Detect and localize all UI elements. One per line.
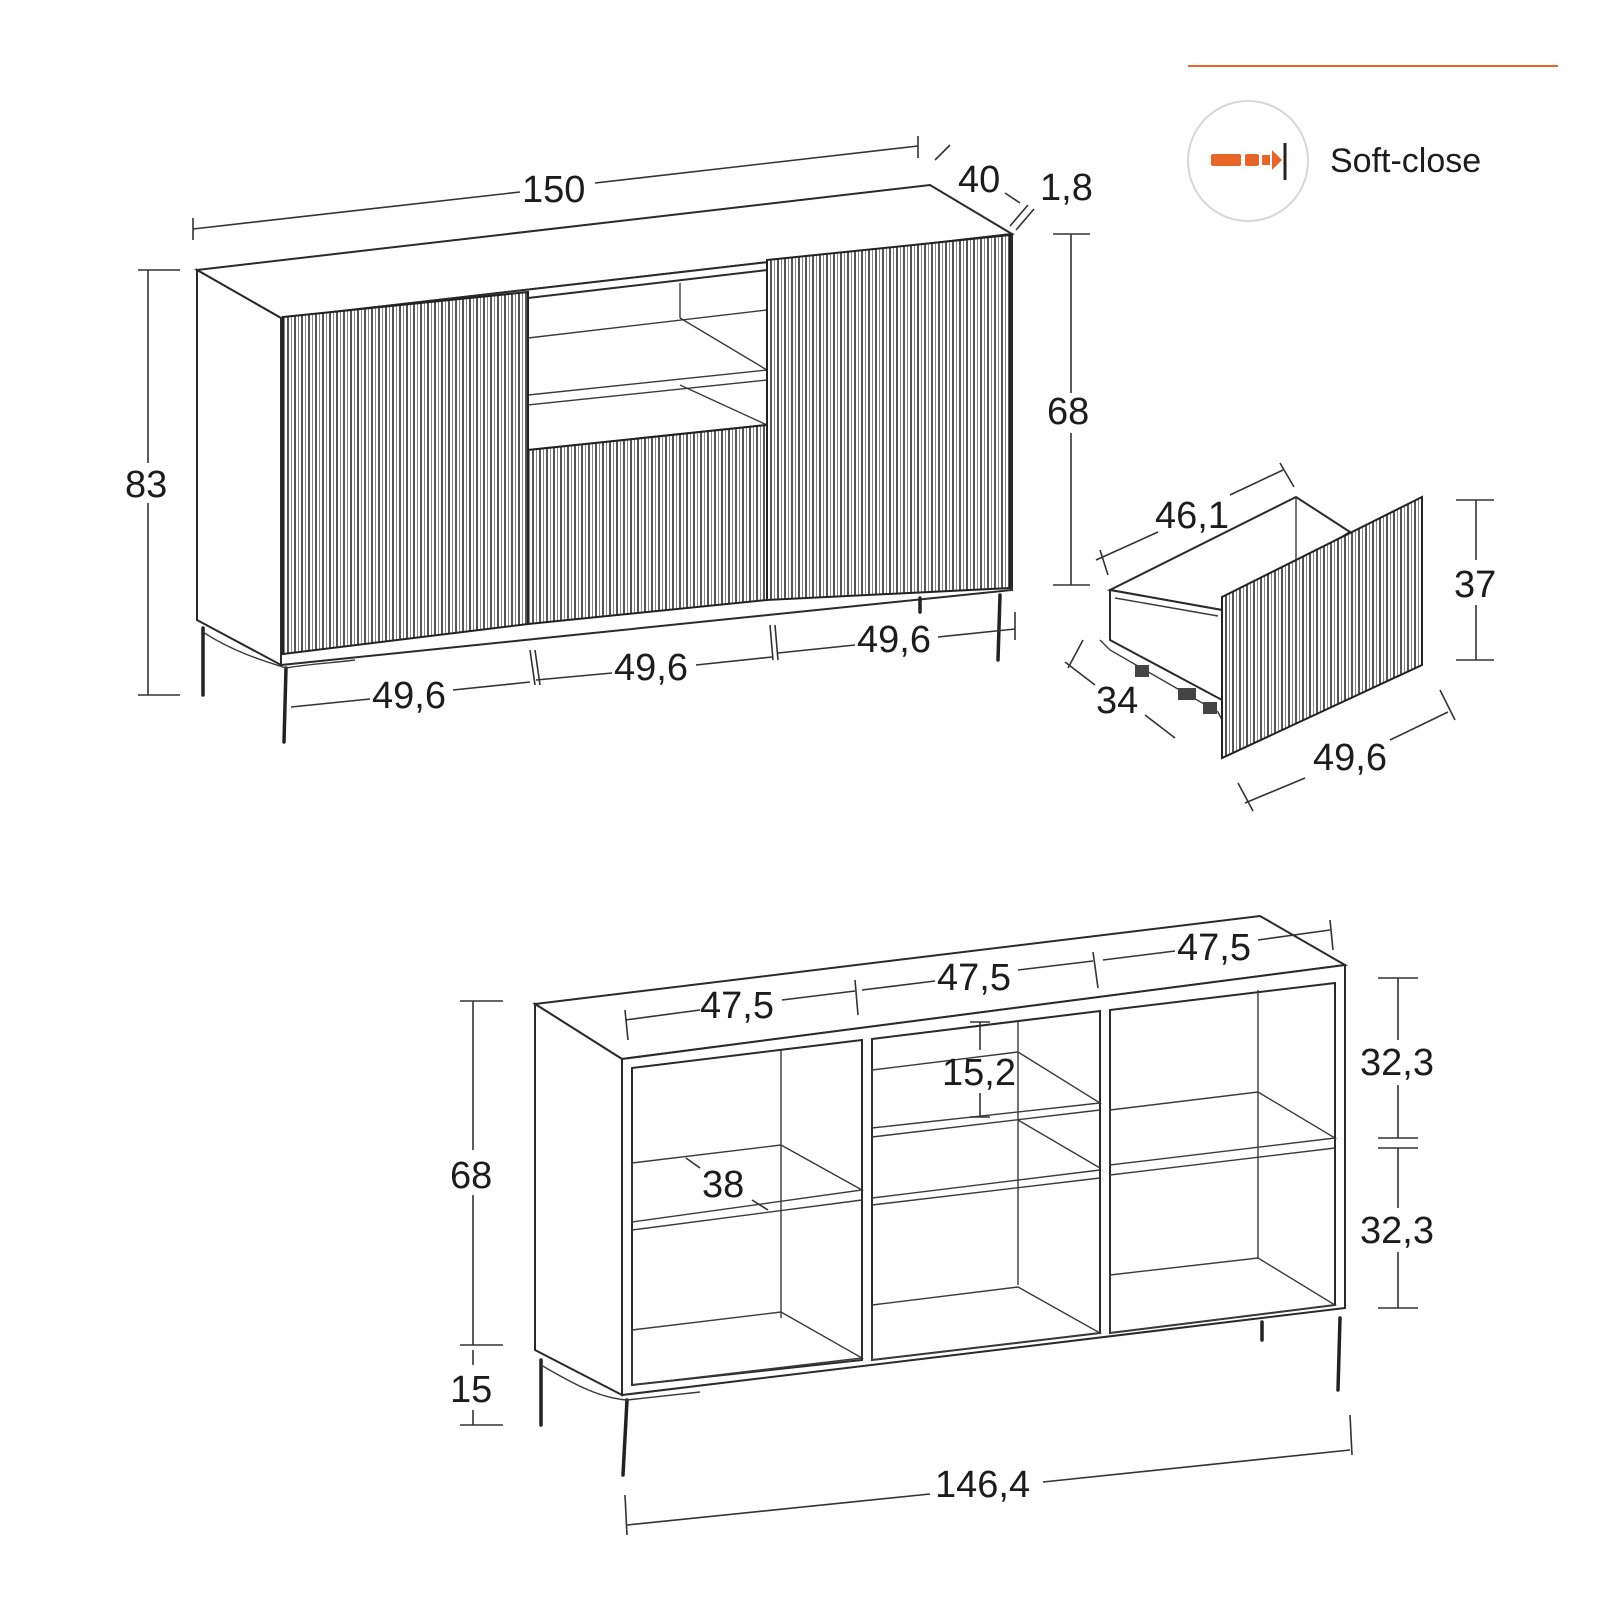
sideboard-closed-view: 150 40 1,8 83 68 (125, 136, 1093, 744)
dim-drawer-height: 37 (1454, 499, 1496, 661)
carcass-rail-front (626, 1391, 701, 1401)
dim-drawer-inner-width: 46,1 (1095, 462, 1295, 576)
right-door (766, 233, 1011, 602)
dim-drawer-front-width: 49,6 (1237, 689, 1456, 812)
badge-label: Soft-close (1330, 142, 1481, 180)
left-door (282, 290, 529, 656)
leg-rail-left (202, 631, 287, 669)
soft-close-arrow-icon (1211, 143, 1287, 180)
middle-drawer-front (527, 423, 768, 626)
dim-width-150: 150 (192, 136, 919, 240)
carcass-leg-front-right (1336, 1316, 1342, 1392)
shelf-right-upper-edge (1109, 1147, 1336, 1176)
dim-shelf-gap-label: 15,2 (942, 1052, 1016, 1094)
dim-carcass-height-label: 68 (450, 1155, 492, 1197)
dim-compartment-1-label: 47,5 (700, 985, 774, 1027)
dim-inner-width-label: 146,4 (935, 1464, 1030, 1506)
shelf-left-lower (631, 1311, 865, 1386)
dim-body-height-68: 68 (1047, 233, 1090, 586)
shelf-middle-mid-edge (871, 1169, 1101, 1199)
drawer-runner (1099, 639, 1223, 721)
leg-front-left (282, 666, 288, 744)
dim-inner-width: 146,4 (624, 1414, 1353, 1536)
dim-drawer-depth-label: 34 (1096, 680, 1138, 722)
shelf-right-lower (1109, 1257, 1338, 1334)
carcass-left-side (534, 1002, 623, 1397)
dim-drawer-front-width-label: 49,6 (1313, 737, 1387, 779)
dim-lower-compartment: 32,3 (1360, 1147, 1434, 1309)
shelf-left-upper (631, 1144, 865, 1223)
drawer-inner-rim (1114, 597, 1219, 617)
drawer-detail-view: 46,1 37 34 49,6 (1064, 462, 1496, 812)
dim-door-left-label: 49,6 (372, 675, 446, 717)
dim-shelf-depth-label: 38 (702, 1164, 744, 1206)
dim-shelf-gap: 15,2 (942, 1021, 1016, 1118)
drawer-front (1221, 495, 1423, 760)
compartment-right (1109, 981, 1336, 1335)
shelf-middle-top (871, 1051, 1103, 1129)
soft-close-badge: Soft-close (1187, 65, 1558, 222)
dim-body-height-label: 68 (1047, 391, 1089, 433)
dim-leg-height-label: 15 (450, 1369, 492, 1411)
dim-total-height-83: 83 (125, 269, 180, 696)
leg-rail-front (285, 659, 356, 669)
open-niche (527, 268, 768, 452)
shelf-right-upper (1109, 1091, 1338, 1166)
dim-drawer-height-label: 37 (1454, 564, 1496, 606)
dim-thickness-label: 1,8 (1040, 167, 1093, 209)
dim-compartment-1: 47,5 (624, 979, 859, 1041)
shelf-middle-bottom (871, 1286, 1103, 1361)
dim-depth-label: 40 (958, 159, 1000, 201)
shelf-middle-mid-side (1017, 1119, 1101, 1169)
dim-leg-height: 15 (450, 1350, 503, 1426)
dim-width-label: 150 (522, 169, 585, 211)
dim-compartment-2-label: 47,5 (937, 957, 1011, 999)
dim-carcass-height: 68 (450, 1000, 503, 1346)
dim-compartment-2: 47,5 (861, 951, 1099, 999)
sideboard-interior-view: 47,5 47,5 47,5 15,2 38 (450, 914, 1434, 1536)
carcass-rail-left (540, 1364, 628, 1401)
shelf-left-upper-edge (631, 1199, 863, 1231)
dim-door-right: 49,6 (777, 612, 1016, 661)
niche-inner-back-top (527, 309, 768, 339)
niche-shelf-side (679, 317, 768, 371)
dim-upper-compartment-label: 32,3 (1360, 1042, 1434, 1084)
shelf-middle-top-edge (871, 1109, 1101, 1138)
compartment-left (631, 1038, 863, 1387)
dim-door-right-label: 49,6 (857, 619, 931, 661)
niche-bottom-edge (679, 384, 768, 426)
dim-depth-40: 40 (934, 144, 1021, 204)
dim-compartment-3-label: 47,5 (1177, 927, 1251, 969)
dim-drawer-depth: 34 (1064, 639, 1176, 739)
dim-total-height-label: 83 (125, 464, 167, 506)
dim-drawer-inner-width-label: 46,1 (1155, 495, 1229, 537)
dim-door-middle-label: 49,6 (614, 647, 688, 689)
dim-thickness-1-8: 1,8 (1009, 167, 1093, 231)
carcass-leg-front-left (621, 1398, 629, 1477)
dim-compartment-3: 47,5 (1102, 919, 1334, 969)
leg-front-right (996, 593, 1002, 662)
shelf-middle-mid-edge-2 (871, 1177, 1101, 1206)
dim-shelf-depth: 38 (685, 1157, 769, 1211)
dim-upper-compartment: 32,3 (1360, 977, 1434, 1139)
dim-door-middle: 49,6 (535, 624, 779, 689)
dim-door-left: 49,6 (290, 649, 541, 717)
left-side-panel (196, 268, 282, 667)
dim-lower-compartment-label: 32,3 (1360, 1210, 1434, 1252)
